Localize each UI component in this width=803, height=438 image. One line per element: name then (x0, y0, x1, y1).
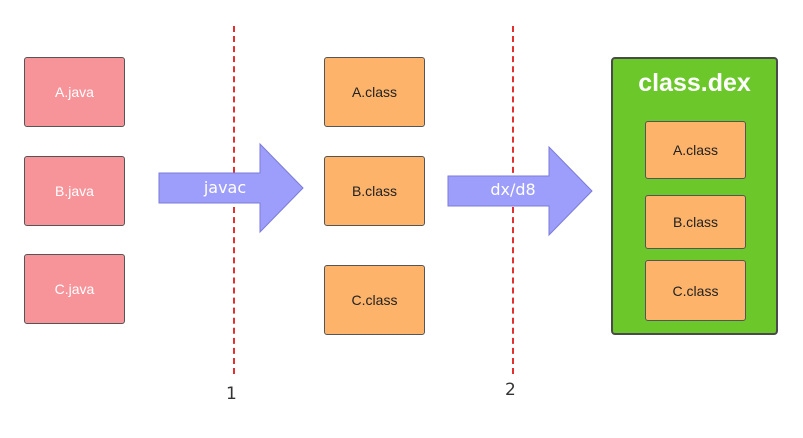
javac-arrow (158, 142, 304, 234)
class-file-label: C.class (351, 292, 398, 308)
dex-file-container: class.dex A.class B.class C.class (611, 57, 778, 335)
dex-class-c: C.class (645, 260, 746, 321)
class-file-label: A.class (351, 84, 398, 100)
stage-marker-2: 2 (505, 380, 516, 400)
class-file-a: A.class (324, 57, 425, 127)
dex-class-b: B.class (645, 195, 746, 249)
javac-label: javac (203, 178, 247, 197)
java-file-label: C.java (54, 281, 95, 297)
dex-class-a: A.class (645, 121, 746, 179)
java-file-label: A.java (55, 84, 94, 100)
dex-title: class.dex (638, 69, 751, 97)
java-file-b: B.java (24, 156, 125, 226)
dex-class-label: A.class (672, 142, 719, 158)
dx-d8-label: dx/d8 (490, 180, 536, 199)
class-file-b: B.class (324, 156, 425, 226)
java-file-c: C.java (24, 254, 125, 324)
java-file-a: A.java (24, 57, 125, 127)
java-file-label: B.java (55, 183, 94, 199)
dx-d8-arrow (447, 145, 593, 237)
class-file-label: B.class (351, 183, 398, 199)
dex-class-label: B.class (672, 214, 719, 230)
class-file-c: C.class (324, 265, 425, 335)
stage-marker-1: 1 (226, 384, 237, 404)
dex-class-label: C.class (672, 282, 719, 299)
